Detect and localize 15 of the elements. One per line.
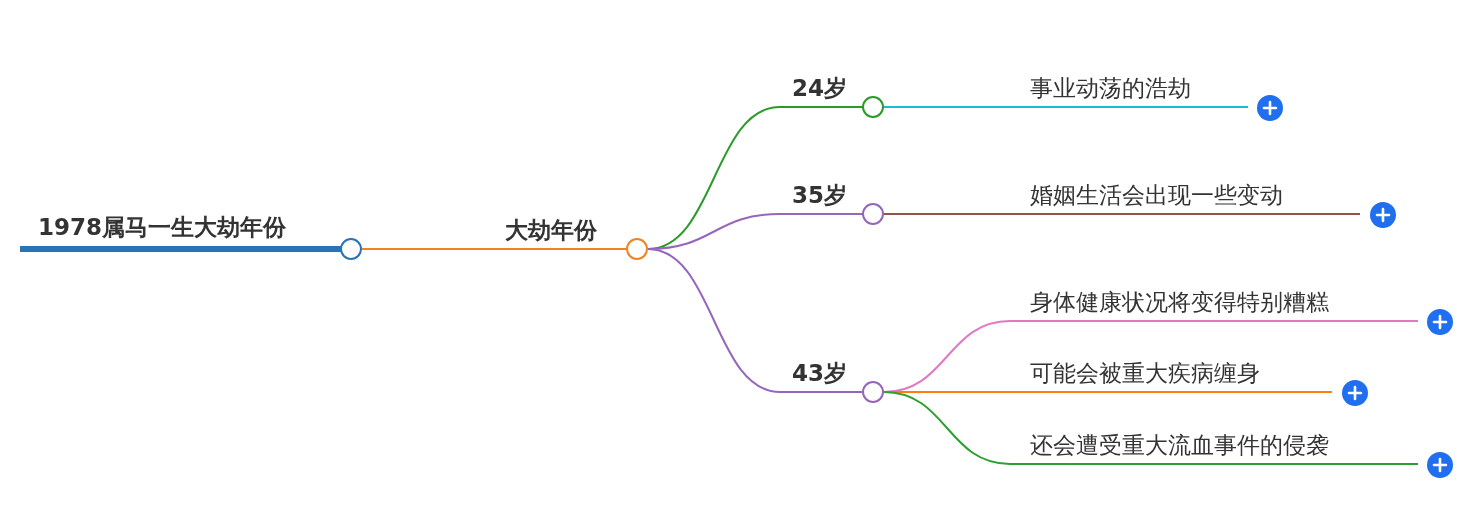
branch-line <box>883 213 1011 215</box>
topic-text: 1978属马一生大劫年份 <box>38 213 286 242</box>
topic-text: 还会遭受重大流血事件的侵袭 <box>1030 431 1329 460</box>
topic-text: 24岁 <box>792 74 847 103</box>
branch-line <box>883 106 1011 108</box>
topic-text: 可能会被重大疾病缠身 <box>1030 359 1260 388</box>
topic-text: 婚姻生活会出现一些变动 <box>1030 181 1283 210</box>
branch-line <box>883 391 1011 465</box>
topic-text: 身体健康状况将变得特别糟糕 <box>1030 288 1329 317</box>
branch-line <box>361 248 491 250</box>
branch-line <box>647 248 781 393</box>
topic-text: 事业动荡的浩劫 <box>1030 74 1191 103</box>
topic-text: 大劫年份 <box>505 216 597 245</box>
topic-text: 43岁 <box>792 359 847 388</box>
topic-text: 35岁 <box>792 181 847 210</box>
